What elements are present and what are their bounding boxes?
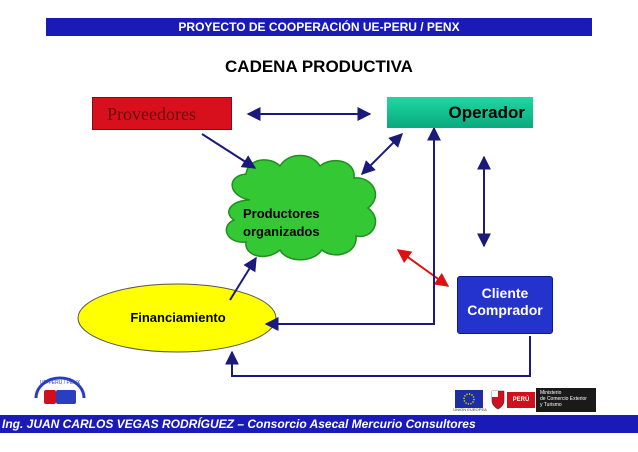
ministry-label: Ministerio de Comercio Exterior y Turism…	[536, 388, 596, 412]
arrow-operador-productores	[361, 133, 403, 175]
productores-label: Productores organizados	[243, 205, 363, 241]
ministry-line3: y Turismo	[540, 402, 562, 408]
arrow-financiamiento-productores	[229, 256, 257, 301]
ue-peru-penx-logo-icon: UE-PERU / PENX	[34, 376, 86, 404]
cliente-label-line1: Cliente	[481, 285, 529, 301]
peru-badge: PERÚ	[507, 392, 535, 408]
cliente-box: Cliente Comprador	[457, 276, 553, 334]
arrow-productores-cliente	[396, 249, 450, 287]
operador-box: Operador	[387, 97, 533, 128]
footer-credit: Ing. JUAN CARLOS VEGAS RODRÍGUEZ – Conso…	[0, 415, 638, 433]
ministry-line1: Ministerio	[540, 390, 562, 396]
page-title: CADENA PRODUCTIVA	[225, 57, 413, 76]
proveedores-box: Proveedores	[92, 97, 232, 130]
financiamiento-label: Financiamiento	[130, 310, 226, 325]
productores-label-line2: organizados	[243, 224, 320, 239]
eu-caption: UNIÓN EUROPEA	[453, 407, 487, 412]
left-logo-text: UE-PERU / PENX	[40, 380, 81, 386]
productores-label-line1: Productores	[243, 206, 320, 221]
ministry-line2: de Comercio Exterior	[540, 396, 587, 402]
arrow-operador-financiamiento	[264, 126, 441, 331]
cliente-label-line2: Comprador	[467, 302, 543, 318]
peru-crest-icon	[491, 390, 505, 410]
project-header: PROYECTO DE COOPERACIÓN UE-PERU / PENX	[46, 18, 592, 36]
arrow-cliente-financiamiento	[225, 336, 531, 377]
eu-flag-icon	[455, 390, 483, 408]
arrow-proveedores-productores	[201, 133, 257, 169]
